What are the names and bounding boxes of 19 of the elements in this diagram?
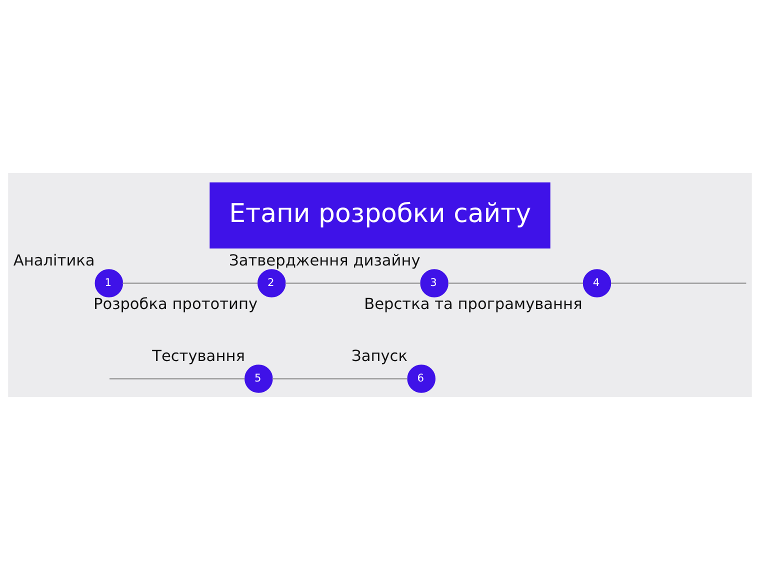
- connector: [272, 378, 408, 380]
- node-circle: 3: [420, 269, 448, 298]
- node-label: Затвердження дизайну: [229, 251, 420, 270]
- diagram-title: Етапи розробки сайту: [229, 199, 532, 230]
- node-circle: 4: [582, 269, 612, 298]
- connector: [110, 378, 245, 380]
- connector: [448, 282, 584, 284]
- node-label: Верстка та програмування: [364, 295, 582, 314]
- node-circle: 2: [257, 269, 286, 298]
- node-circle: 6: [407, 364, 436, 393]
- node-circle: 5: [244, 364, 273, 393]
- connector: [122, 282, 258, 284]
- node-label: Аналітика: [13, 251, 95, 270]
- node-label: Запуск: [352, 346, 408, 365]
- node-label: Розробка прототипу: [93, 295, 258, 314]
- connector: [611, 282, 746, 284]
- node-circle: 1: [94, 269, 124, 298]
- node-label: Тестування: [152, 346, 245, 365]
- connector: [285, 282, 420, 284]
